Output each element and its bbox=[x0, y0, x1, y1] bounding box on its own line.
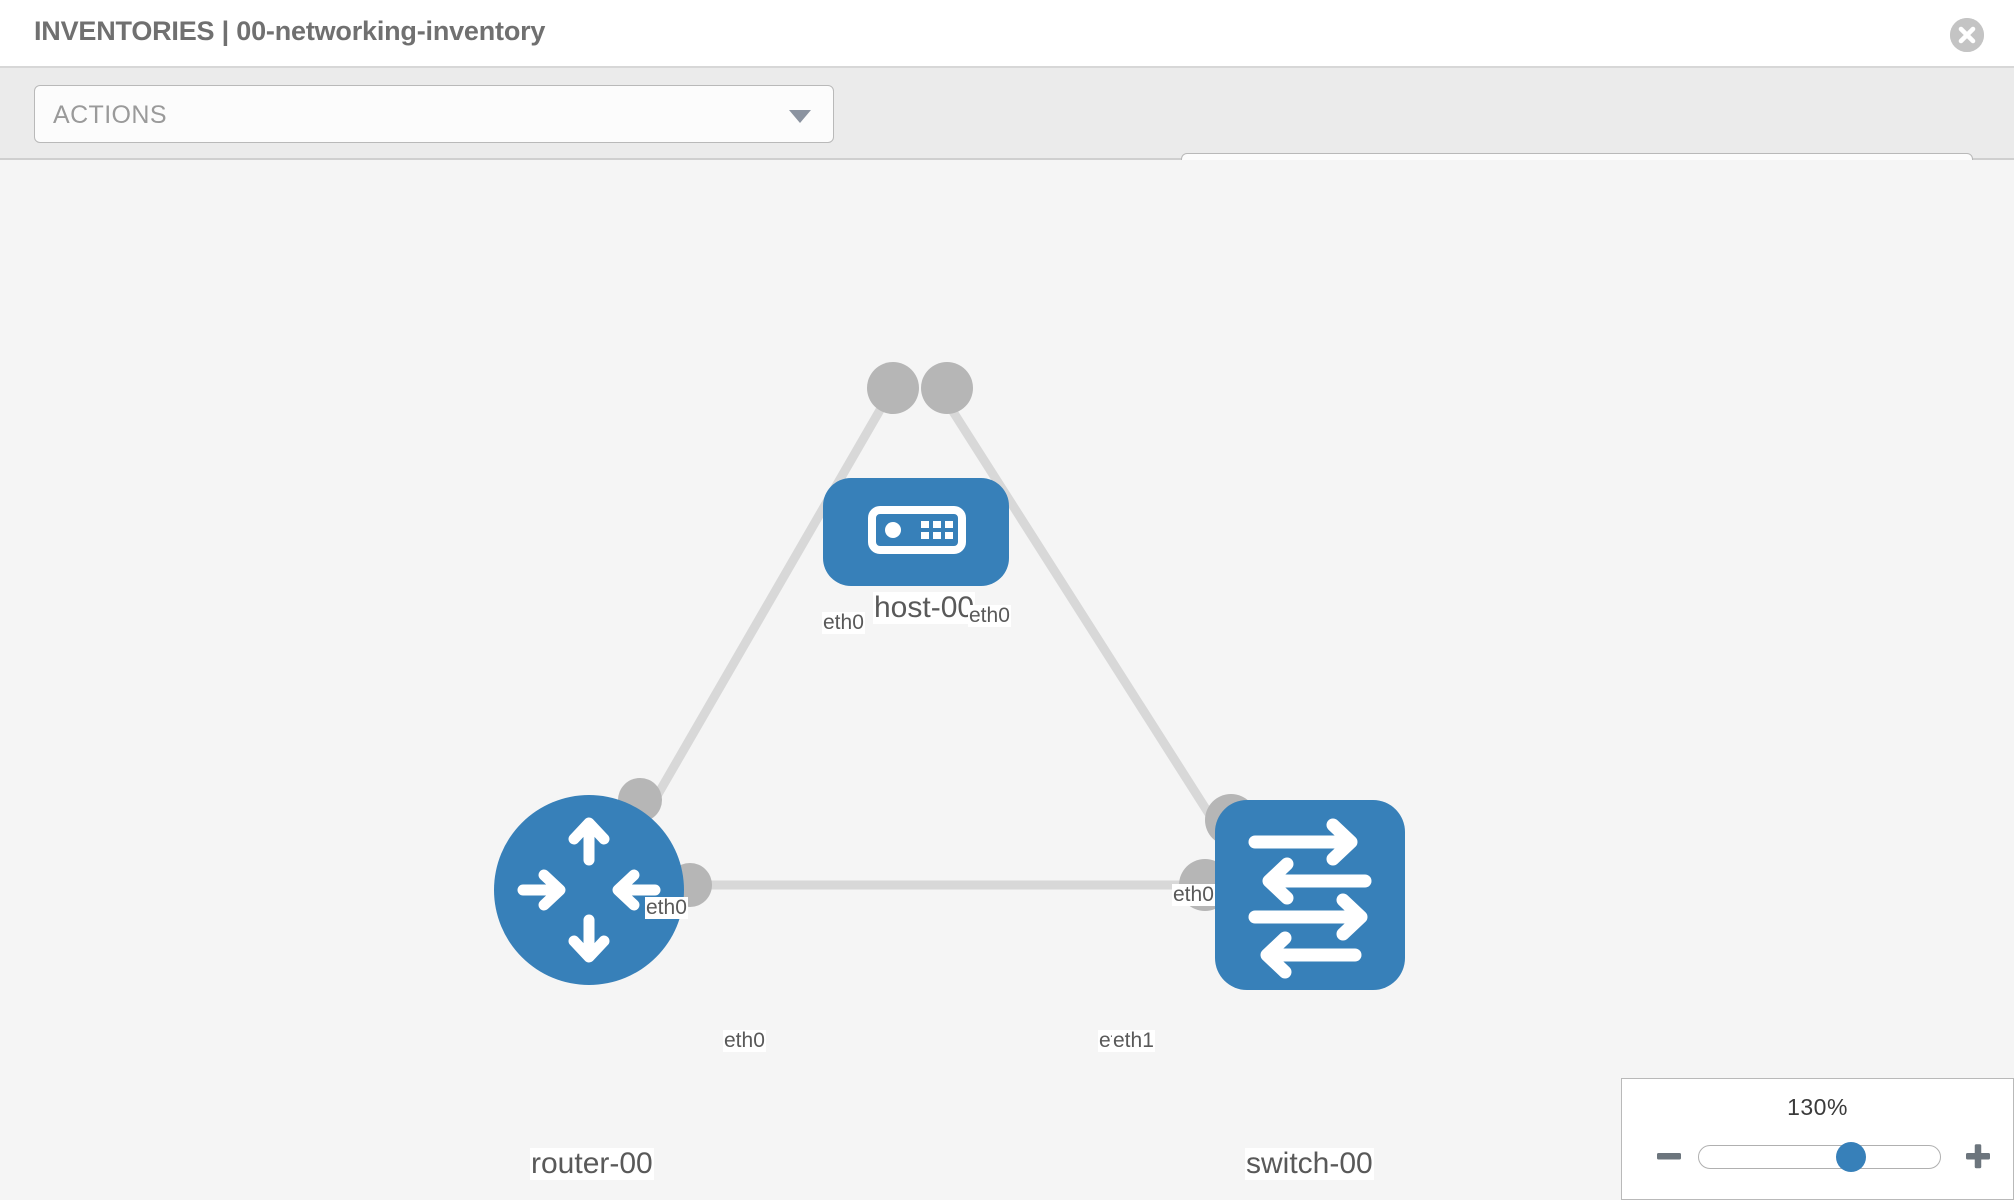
switch-arrows-icon bbox=[1248, 818, 1372, 979]
node-label-router-00: router-00 bbox=[530, 1147, 654, 1180]
port-label-host-left: eth0 bbox=[822, 611, 865, 635]
zoom-slider-thumb[interactable] bbox=[1835, 1142, 1866, 1172]
link-host-switch bbox=[948, 407, 1236, 853]
server-appliance-icon bbox=[868, 506, 966, 554]
zoom-in-button[interactable] bbox=[1961, 1139, 1995, 1173]
port-label-switch-top: eth0 bbox=[1172, 883, 1215, 907]
port-label-router-right: eth0 bbox=[723, 1029, 766, 1053]
topology-canvas[interactable]: host-00 eth0 eth0 eth0 eth0 eth0 eth0 et… bbox=[0, 160, 2014, 1200]
link-ports bbox=[618, 362, 1257, 911]
zoom-level-value: 130% bbox=[1787, 1094, 1848, 1120]
page-header: INVENTORIES | 00-networking-inventory bbox=[0, 0, 2014, 68]
port-label-host-right: eth0 bbox=[968, 604, 1011, 628]
actions-dropdown-label: ACTIONS bbox=[53, 101, 167, 129]
port-host-left bbox=[867, 362, 919, 414]
port-label-switch-left: eth1 bbox=[1112, 1029, 1155, 1053]
zoom-control-panel: 130% bbox=[1621, 1078, 2014, 1200]
port-label-router-top: eth0 bbox=[645, 896, 688, 920]
node-router-00 bbox=[494, 795, 684, 985]
toolbar: ACTIONS SEARCH bbox=[0, 68, 2014, 211]
zoom-out-button[interactable] bbox=[1652, 1139, 1686, 1173]
zoom-slider-row bbox=[1622, 1137, 2013, 1177]
node-label-switch-00: switch-00 bbox=[1245, 1147, 1374, 1180]
topology-graph bbox=[494, 362, 1405, 990]
chevron-down-icon bbox=[789, 110, 811, 123]
router-arrows-icon bbox=[517, 817, 661, 963]
node-label-host-00: host-00 bbox=[873, 591, 976, 624]
node-host-00 bbox=[823, 478, 1009, 586]
actions-dropdown[interactable]: ACTIONS bbox=[34, 85, 834, 143]
page-title: INVENTORIES | 00-networking-inventory bbox=[34, 16, 546, 46]
zoom-slider-track[interactable] bbox=[1698, 1142, 1941, 1172]
port-host-right bbox=[921, 362, 973, 414]
close-icon[interactable] bbox=[1950, 18, 1984, 52]
node-switch-00 bbox=[1215, 800, 1405, 990]
